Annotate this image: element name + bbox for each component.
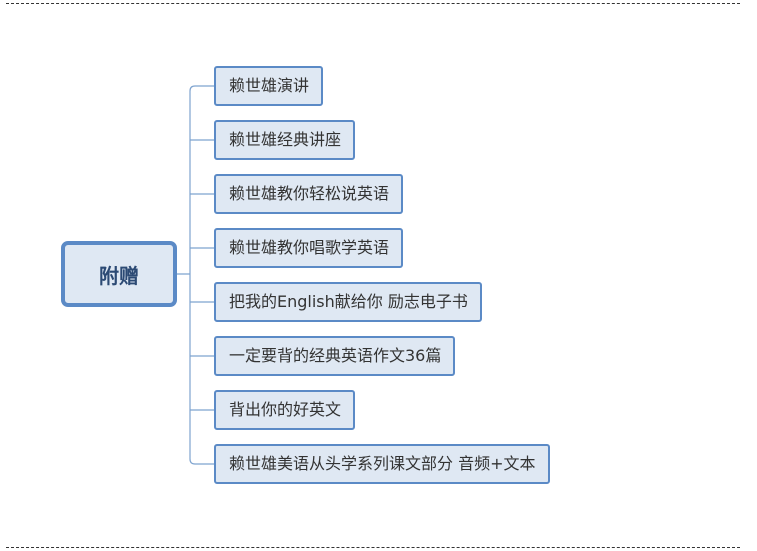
child-label: 赖世雄教你唱歌学英语 [229,238,390,257]
root-label: 附赠 [99,263,139,288]
bottom-dashed-divider [6,547,740,548]
connector-branches [190,85,214,465]
child-label: 赖世雄教你轻松说英语 [229,184,390,203]
child-node[interactable]: 赖世雄演讲 [214,66,324,106]
top-dashed-divider [6,3,740,4]
root-node[interactable]: 附赠 [61,241,177,307]
child-node[interactable]: 赖世雄教你轻松说英语 [214,174,404,214]
child-label: 背出你的好英文 [229,400,342,419]
child-node[interactable]: 一定要背的经典英语作文36篇 [214,336,456,376]
child-node[interactable]: 赖世雄教你唱歌学英语 [214,228,404,268]
child-label: 把我的English献给你 励志电子书 [229,292,468,311]
child-node[interactable]: 赖世雄经典讲座 [214,120,356,160]
child-node[interactable]: 把我的English献给你 励志电子书 [214,282,482,322]
child-node[interactable]: 背出你的好英文 [214,390,356,430]
child-label: 赖世雄美语从头学系列课文部分 音频+文本 [229,454,536,473]
child-label: 赖世雄演讲 [229,76,310,95]
child-label: 赖世雄经典讲座 [229,130,342,149]
child-label: 一定要背的经典英语作文36篇 [229,346,442,365]
connector-trunk [177,85,196,465]
child-node[interactable]: 赖世雄美语从头学系列课文部分 音频+文本 [214,444,550,484]
